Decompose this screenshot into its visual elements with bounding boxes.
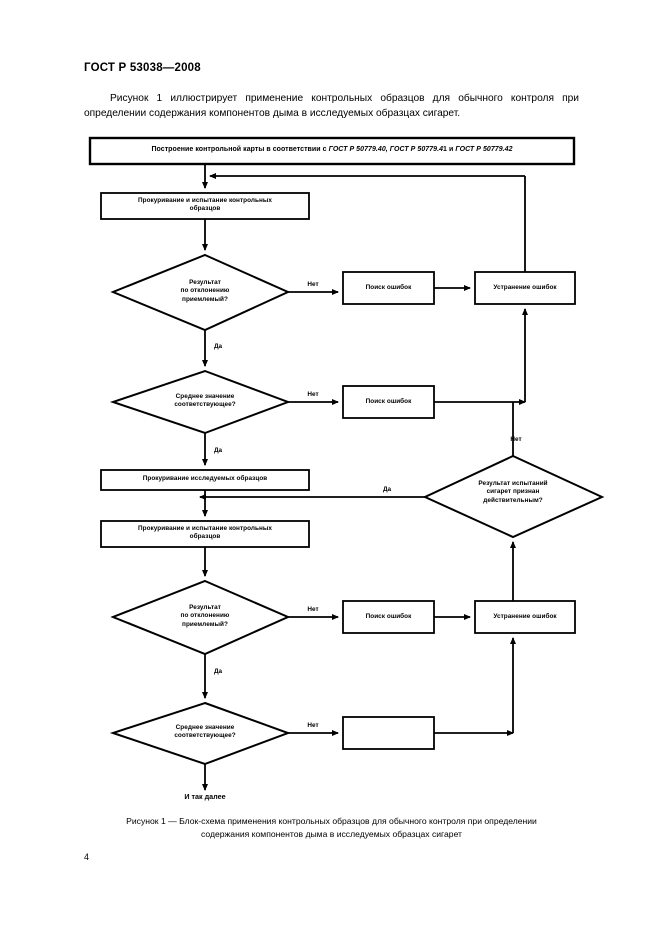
node-fix-errors-2-label: Устранение ошибок bbox=[493, 613, 557, 620]
edge-label-no-1: Нет bbox=[307, 281, 319, 288]
node-decision-valid-label: Результат испытаний сигарет признан дейс… bbox=[478, 480, 548, 504]
edge-label-yes-3: Да bbox=[213, 668, 223, 675]
node-smoke-control-1-label: Прокуривание и испытание контрольных обр… bbox=[137, 197, 273, 213]
figure-caption: Рисунок 1 — Блок-схема применения контро… bbox=[84, 815, 579, 841]
intro-text: Рисунок 1 иллюстрирует применение контро… bbox=[84, 93, 579, 119]
node-find-errors-1-label: Поиск ошибок bbox=[365, 284, 412, 291]
edge-label-no-valid: Нет bbox=[510, 436, 522, 443]
edge-label-no-2: Нет bbox=[307, 391, 319, 398]
edge-label-no-3: Нет bbox=[307, 606, 319, 613]
edge-label-yes-valid: Да bbox=[382, 486, 392, 493]
figure-caption-line-2: содержания компонентов дыма в исследуемы… bbox=[201, 829, 462, 839]
node-find-errors-2-label: Поиск ошибок bbox=[365, 398, 412, 405]
intro-paragraph: Рисунок 1 иллюстрирует применение контро… bbox=[84, 92, 579, 121]
node-decision-mean-1-label: Среднее значение соответствующее? bbox=[174, 393, 236, 409]
edge-label-no-4: Нет bbox=[307, 722, 319, 729]
node-find-errors-3-label: Поиск ошибок bbox=[365, 613, 412, 620]
edge-label-yes-1: Да bbox=[213, 343, 223, 350]
node-smoke-test-samples-label: Прокуривание исследуемых образцов bbox=[142, 475, 268, 482]
figure-caption-line-1: Рисунок 1 — Блок-схема применения контро… bbox=[126, 816, 537, 826]
node-end-label: И так далее bbox=[184, 792, 226, 801]
edge-label-yes-2: Да bbox=[213, 447, 223, 454]
node-decision-deviation-2-label: Результат по отклонению приемлемый? bbox=[180, 604, 230, 628]
node-decision-mean-2-label: Среднее значение соответствующее? bbox=[174, 724, 236, 740]
node-smoke-control-2-label: Прокуривание и испытание контрольных обр… bbox=[137, 525, 273, 541]
node-start-box-label: Построение контрольной карты в соответст… bbox=[151, 146, 513, 153]
node-decision-deviation-1-label: Результат по отклонению приемлемый? bbox=[180, 279, 230, 303]
standard-header: ГОСТ Р 53038—2008 bbox=[84, 62, 201, 74]
node-find-errors-4 bbox=[342, 716, 435, 750]
node-fix-errors-1-label: Устранение ошибок bbox=[493, 284, 557, 291]
page-number: 4 bbox=[84, 852, 90, 862]
